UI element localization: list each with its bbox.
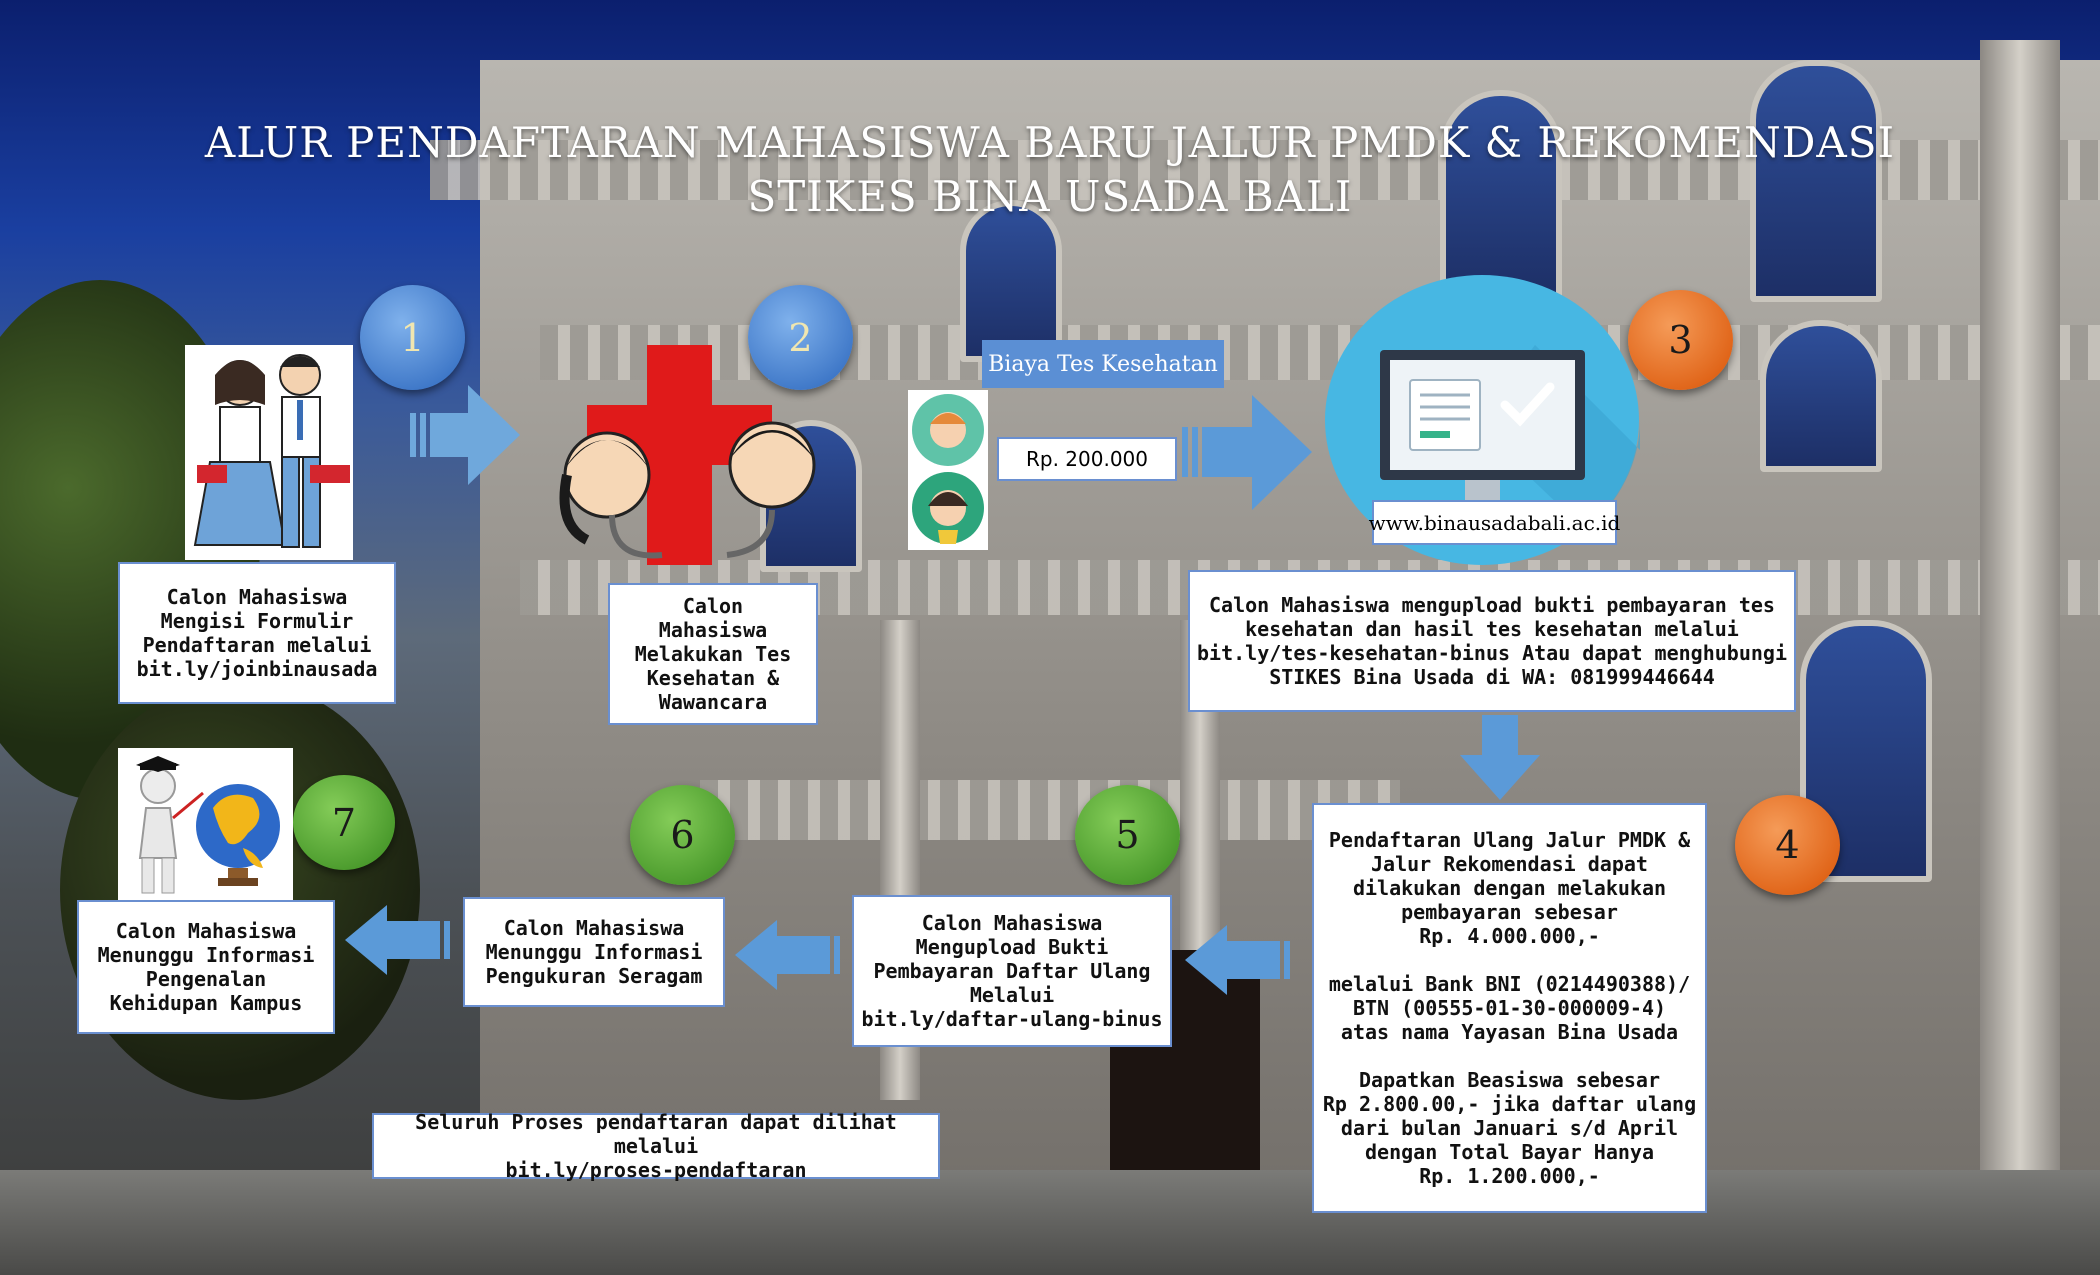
health-check-icon [552,345,832,570]
step-6-badge: 6 [630,785,735,885]
website-url: www.binausadabali.ac.id [1369,500,1620,545]
step-4-badge: 4 [1735,795,1840,895]
avatars-icon [908,390,988,550]
arrow-step6-to-step7 [345,905,450,975]
step-1-badge: 1 [360,285,465,390]
arrow-step3-to-step4 [1460,715,1540,800]
step-7-badge: 7 [293,775,395,870]
arrow-step2-to-step3 [1182,395,1312,510]
page-title: ALUR PENDAFTARAN MAHASISWA BARU JALUR PM… [204,118,1896,167]
step-4-text: Pendaftaran Ulang Jalur PMDK & Jalur Rek… [1312,803,1707,1213]
arrow-step5-to-step6 [735,920,840,990]
step-3-badge: 3 [1628,290,1733,390]
step-2-badge: 2 [748,285,853,390]
step-6-text: Calon Mahasiswa Menunggu Informasi Pengu… [463,897,725,1007]
step-7-text: Calon Mahasiswa Menunggu Informasi Penge… [77,900,335,1034]
arrow-step4-to-step5 [1185,925,1290,995]
step-5-text: Calon Mahasiswa Mengupload Bukti Pembaya… [852,895,1172,1047]
step-3-text: Calon Mahasiswa mengupload bukti pembaya… [1188,570,1796,712]
page-subtitle: STIKES BINA USADA BALI [747,172,1353,221]
health-fee-amount: Rp. 200.000 [997,437,1177,481]
step-5-badge: 5 [1075,785,1180,885]
students-icon [185,345,353,560]
graduate-globe-icon [118,748,293,900]
computer-checkmark-icon [1325,275,1640,565]
step-1-text: Calon Mahasiswa Mengisi Formulir Pendaft… [118,562,396,704]
arrow-step1-to-step2 [410,385,520,485]
health-fee-label: Biaya Tes Kesehatan [982,340,1224,388]
step-2-text: Calon Mahasiswa Melakukan Tes Kesehatan … [608,583,818,725]
footer-note: Seluruh Proses pendaftaran dapat dilihat… [372,1110,940,1182]
